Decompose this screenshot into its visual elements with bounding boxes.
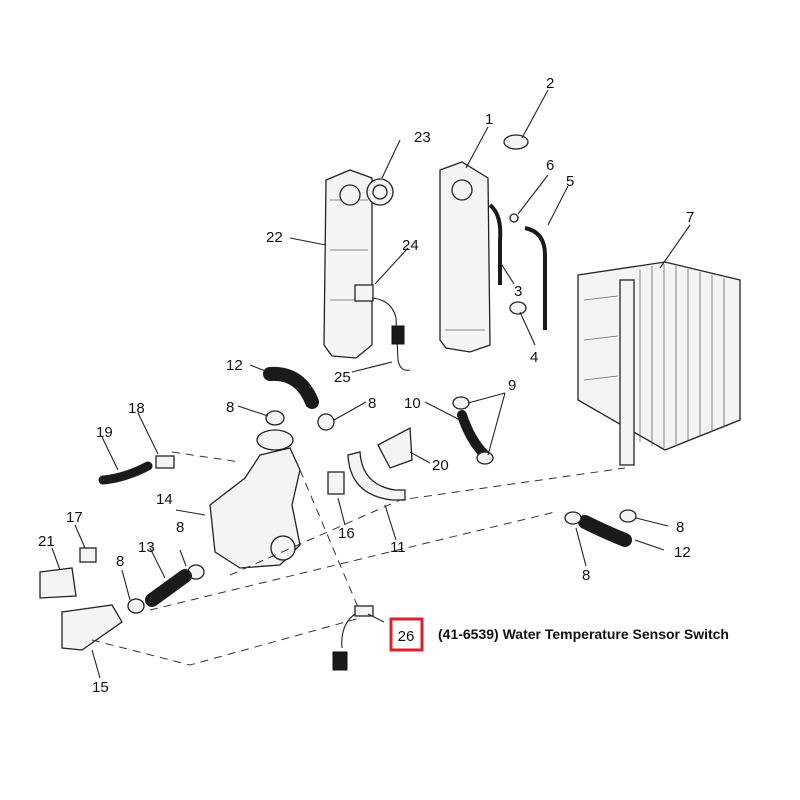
callout-17: 17 xyxy=(66,509,83,526)
surge-tank-cap xyxy=(503,134,529,150)
callout-8-e: 8 xyxy=(176,519,184,536)
water-pump-assembly xyxy=(209,429,301,569)
callout-3: 3 xyxy=(514,283,522,300)
callout-16: 16 xyxy=(338,525,355,542)
block-16 xyxy=(327,471,345,495)
hose-19 xyxy=(98,461,153,485)
callout-20: 20 xyxy=(432,457,449,474)
callout-13: 13 xyxy=(138,539,155,556)
callout-2: 2 xyxy=(546,75,554,92)
lower-hose-12 xyxy=(578,515,632,547)
callout-11: 11 xyxy=(390,539,406,556)
callout-10: 10 xyxy=(404,395,421,412)
highlighted-part-callout: 26 (41-6539) Water Temperature Sensor Sw… xyxy=(389,617,729,652)
callout-26: 26 xyxy=(398,628,415,645)
callout-22: 22 xyxy=(266,229,283,246)
tank-fitting xyxy=(509,301,527,315)
callout-18: 18 xyxy=(128,400,145,417)
callout-8-a: 8 xyxy=(226,399,234,416)
callout-12-a: 12 xyxy=(226,357,243,374)
callout-12-b: 12 xyxy=(674,544,691,561)
callout-21: 21 xyxy=(38,533,55,550)
hose-13 xyxy=(145,569,192,607)
callout-8-b: 8 xyxy=(368,395,376,412)
callout-14: 14 xyxy=(156,491,173,508)
level-sensor-harness xyxy=(371,297,411,371)
callout-7: 7 xyxy=(686,209,694,226)
callout-labels: 1 2 3 4 5 6 7 8 8 8 8 8 8 9 10 11 12 12 … xyxy=(38,75,694,696)
leader-lines xyxy=(51,89,691,679)
tube-11 xyxy=(347,451,406,501)
callout-6: 6 xyxy=(546,157,554,174)
bracket-20 xyxy=(377,426,413,469)
bracket-21 xyxy=(39,567,77,599)
connection-lines xyxy=(91,451,626,666)
upper-hose-12 xyxy=(263,366,319,409)
fitting-18 xyxy=(155,455,175,469)
highlight-box xyxy=(389,617,424,652)
callout-19: 19 xyxy=(96,424,113,441)
hose-10 xyxy=(457,410,490,460)
part-description: (41-6539) Water Temperature Sensor Switc… xyxy=(438,626,729,642)
callout-23: 23 xyxy=(414,129,431,146)
callout-8-c: 8 xyxy=(676,519,684,536)
hose-clamps xyxy=(127,396,637,614)
callout-24: 24 xyxy=(402,237,419,254)
reservoir-cap xyxy=(366,178,394,206)
callout-25: 25 xyxy=(334,369,351,386)
water-temperature-sensor xyxy=(332,605,374,671)
callout-5: 5 xyxy=(566,173,574,190)
clip-17 xyxy=(79,547,97,563)
radiator xyxy=(577,261,741,466)
coolant-reservoir xyxy=(323,169,374,359)
callout-1: 1 xyxy=(485,111,493,128)
callout-9: 9 xyxy=(508,377,516,394)
pipe-15 xyxy=(61,604,123,651)
callout-8-f: 8 xyxy=(116,553,124,570)
callout-8-d: 8 xyxy=(582,567,590,584)
callout-4: 4 xyxy=(530,349,538,366)
surge-tank-hoses xyxy=(488,203,547,330)
callout-15: 15 xyxy=(92,679,109,696)
surge-tank xyxy=(439,161,491,353)
